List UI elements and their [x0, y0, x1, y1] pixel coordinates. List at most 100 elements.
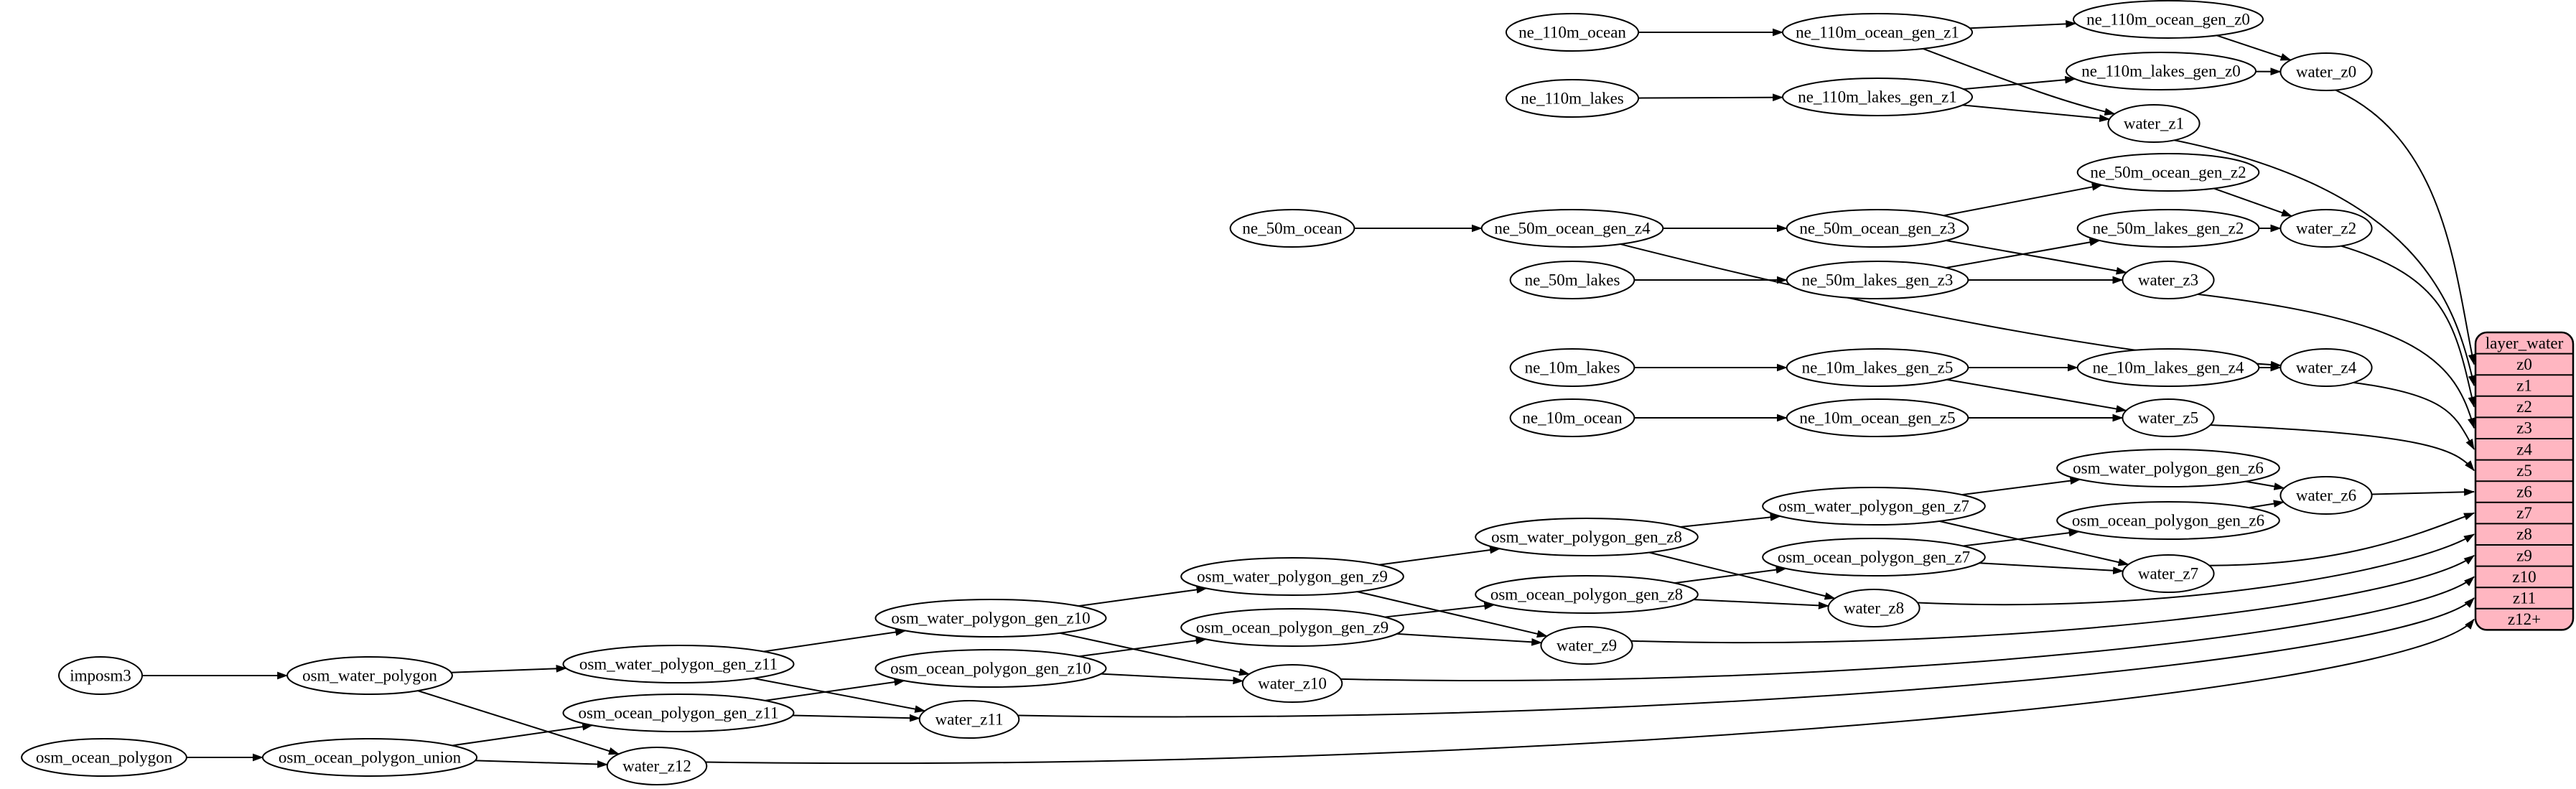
edge-osm_water_polygon_gen_z9-to-osm_water_polygon_gen_z8 [1378, 546, 1501, 566]
node-osm_water_polygon_gen_z10-shape [874, 599, 1107, 638]
table-row-z6: z6 [2516, 483, 2532, 501]
node-ne_110m_ocean: ne_110m_ocean [1505, 13, 1640, 52]
node-osm_ocean_polygon_gen_z9-shape [1180, 608, 1404, 647]
edge-water_z1-to-layer_water-z1 [2174, 139, 2476, 387]
node-ne_110m_lakes_gen_z1-label: ne_110m_lakes_gen_z1 [1798, 88, 1956, 106]
node-ne_110m_lakes_gen_z0-shape [2066, 52, 2257, 90]
node-ne_110m_lakes-label: ne_110m_lakes [1521, 90, 1624, 108]
node-water_z12: water_z12 [606, 747, 708, 785]
node-ne_50m_ocean_gen_z2-shape [2076, 153, 2260, 192]
node-water_z7: water_z7 [2122, 554, 2215, 593]
node-water_z5: water_z5 [2122, 398, 2215, 437]
table-row-z10: z10 [2512, 568, 2536, 586]
node-osm_ocean_polygon_gen_z9: osm_ocean_polygon_gen_z9 [1180, 608, 1404, 647]
node-osm_ocean_polygon_gen_z8-label: osm_ocean_polygon_gen_z8 [1490, 586, 1683, 604]
edge-osm_ocean_polygon_gen_z10-to-osm_ocean_polygon_gen_z9 [1078, 636, 1207, 658]
edge-osm_water_polygon_gen_z7-to-water_z7 [1939, 520, 2129, 566]
edge-osm_ocean_polygon_gen_z9-to-osm_ocean_polygon_gen_z8 [1384, 602, 1495, 618]
node-water_z4-label: water_z4 [2296, 359, 2357, 377]
edge-osm_ocean_polygon_gen_z7-to-water_z7 [1979, 562, 2124, 575]
node-ne_50m_lakes_gen_z2-label: ne_50m_lakes_gen_z2 [2093, 220, 2244, 238]
node-osm_water_polygon_gen_z6-shape [2056, 449, 2280, 487]
node-water_z1: water_z1 [2107, 104, 2201, 143]
node-ne_10m_lakes_gen_z4-shape [2076, 348, 2260, 387]
edge-water_z4-to-layer_water-z4 [2353, 381, 2475, 450]
edge-osm_water_polygon-to-water_z12 [417, 690, 620, 755]
edge-water_z7-to-layer_water-z7 [2209, 512, 2475, 566]
edge-osm_water_polygon_gen_z7-to-osm_water_polygon_gen_z6 [1961, 477, 2081, 496]
edge-water_z0-to-layer_water-z0 [2335, 89, 2476, 365]
node-osm_ocean_polygon_gen_z6-shape [2056, 501, 2280, 540]
node-osm_water_polygon_gen_z7-shape [1762, 487, 1986, 526]
node-ne_110m_ocean_gen_z0: ne_110m_ocean_gen_z0 [2073, 0, 2264, 39]
node-osm_water_polygon_gen_z9-shape [1180, 557, 1404, 596]
node-ne_50m_ocean_gen_z2: ne_50m_ocean_gen_z2 [2076, 153, 2260, 192]
node-osm_water_polygon_gen_z8-label: osm_water_polygon_gen_z8 [1491, 528, 1682, 546]
node-water_z2-shape [2279, 209, 2373, 248]
node-water_z7-label: water_z7 [2138, 565, 2198, 583]
node-ne_110m_lakes_gen_z0: ne_110m_lakes_gen_z0 [2066, 52, 2257, 90]
edge-osm_ocean_polygon_gen_z9-to-water_z9 [1396, 632, 1543, 646]
node-ne_10m_lakes-label: ne_10m_lakes [1525, 359, 1620, 377]
node-ne_50m_ocean-label: ne_50m_ocean [1242, 220, 1343, 238]
edge-ne_110m_ocean_gen_z1-to-water_z1 [1923, 47, 2116, 116]
node-water_z5-shape [2122, 398, 2215, 437]
table-row-z0: z0 [2516, 355, 2532, 373]
node-ne_50m_lakes_gen_z2-shape [2076, 209, 2260, 248]
table-row-z4: z4 [2516, 440, 2532, 458]
edge-osm_water_polygon_gen_z10-to-osm_water_polygon_gen_z9 [1078, 586, 1208, 607]
node-water_z8: water_z8 [1827, 589, 1921, 627]
node-ne_50m_lakes_gen_z2: ne_50m_lakes_gen_z2 [2076, 209, 2260, 248]
node-ne_10m_ocean-shape [1509, 398, 1635, 437]
edge-osm_ocean_polygon_gen_z11-to-osm_ocean_polygon_gen_z10 [765, 678, 905, 701]
node-water_z11: water_z11 [918, 700, 1020, 739]
edge-water_z8-to-layer_water-z8 [1917, 533, 2475, 606]
node-ne_110m_lakes_gen_z1-shape [1782, 78, 1973, 116]
node-ne_10m_lakes_gen_z4-label: ne_10m_lakes_gen_z4 [2093, 359, 2244, 377]
edge-water_z10-to-layer_water-z10 [1340, 576, 2475, 681]
node-water_z0-shape [2279, 52, 2373, 91]
node-ne_50m_lakes_gen_z3-label: ne_50m_lakes_gen_z3 [1802, 271, 1954, 289]
node-osm_ocean_polygon_gen_z10: osm_ocean_polygon_gen_z10 [874, 649, 1107, 688]
node-osm_water_polygon_gen_z7: osm_water_polygon_gen_z7 [1762, 487, 1986, 526]
node-osm_ocean_polygon_gen_z9-label: osm_ocean_polygon_gen_z9 [1196, 619, 1389, 637]
node-ne_10m_lakes_gen_z5-shape [1786, 348, 1969, 387]
table-row-z3: z3 [2516, 419, 2532, 437]
node-osm_ocean_polygon_gen_z10-shape [874, 649, 1107, 688]
edge-water_z9-to-layer_water-z9 [1630, 554, 2475, 644]
node-osm_water_polygon_gen_z10-label: osm_water_polygon_gen_z10 [891, 610, 1090, 627]
node-osm_ocean_polygon_gen_z7: osm_ocean_polygon_gen_z7 [1762, 538, 1986, 576]
node-imposm3: imposm3 [58, 656, 143, 695]
node-osm_water_polygon_gen_z10: osm_water_polygon_gen_z10 [874, 599, 1107, 638]
edge-osm_ocean_polygon_gen_z10-to-water_z10 [1101, 673, 1244, 685]
edge-osm_water_polygon_gen_z8-to-osm_water_polygon_gen_z7 [1680, 513, 1781, 528]
edge-osm_ocean_polygon_gen_z8-to-water_z8 [1693, 599, 1829, 610]
node-ne_10m_lakes: ne_10m_lakes [1509, 348, 1635, 387]
node-ne_110m_ocean_gen_z0-shape [2073, 0, 2264, 39]
edge-ne_50m_ocean_gen_z2-to-water_z2 [2213, 187, 2292, 217]
node-water_z12-shape [606, 747, 708, 785]
node-osm_water_polygon_gen_z9: osm_water_polygon_gen_z9 [1180, 557, 1404, 596]
edges-layer [142, 19, 2476, 768]
edge-osm_ocean_polygon_gen_z8-to-osm_ocean_polygon_gen_z7 [1674, 566, 1787, 584]
node-osm_water_polygon_gen_z7-label: osm_water_polygon_gen_z7 [1778, 498, 1969, 515]
node-water_z10-shape [1241, 664, 1343, 703]
node-water_z9: water_z9 [1540, 626, 1633, 665]
layer-water-title: layer_water [2486, 334, 2564, 352]
edge-ne_50m_ocean_gen_z3-to-ne_50m_ocean_gen_z2 [1943, 183, 2103, 217]
node-water_z1-shape [2107, 104, 2201, 143]
node-water_z11-shape [918, 700, 1020, 739]
node-imposm3-label: imposm3 [70, 667, 131, 685]
node-ne_50m_lakes_gen_z3-shape [1786, 261, 1969, 299]
node-osm_ocean_polygon_gen_z8-shape [1475, 575, 1699, 614]
node-ne_50m_ocean_gen_z4: ne_50m_ocean_gen_z4 [1480, 209, 1664, 248]
node-osm_ocean_polygon-shape [21, 738, 187, 777]
node-water_z8-label: water_z8 [1844, 599, 1904, 617]
node-osm_ocean_polygon_gen_z6: osm_ocean_polygon_gen_z6 [2056, 501, 2280, 540]
node-water_z0: water_z0 [2279, 52, 2373, 91]
node-ne_10m_ocean-label: ne_10m_ocean [1522, 409, 1623, 427]
node-water_z4-shape [2279, 348, 2373, 387]
node-osm_water_polygon_gen_z6: osm_water_polygon_gen_z6 [2056, 449, 2280, 487]
